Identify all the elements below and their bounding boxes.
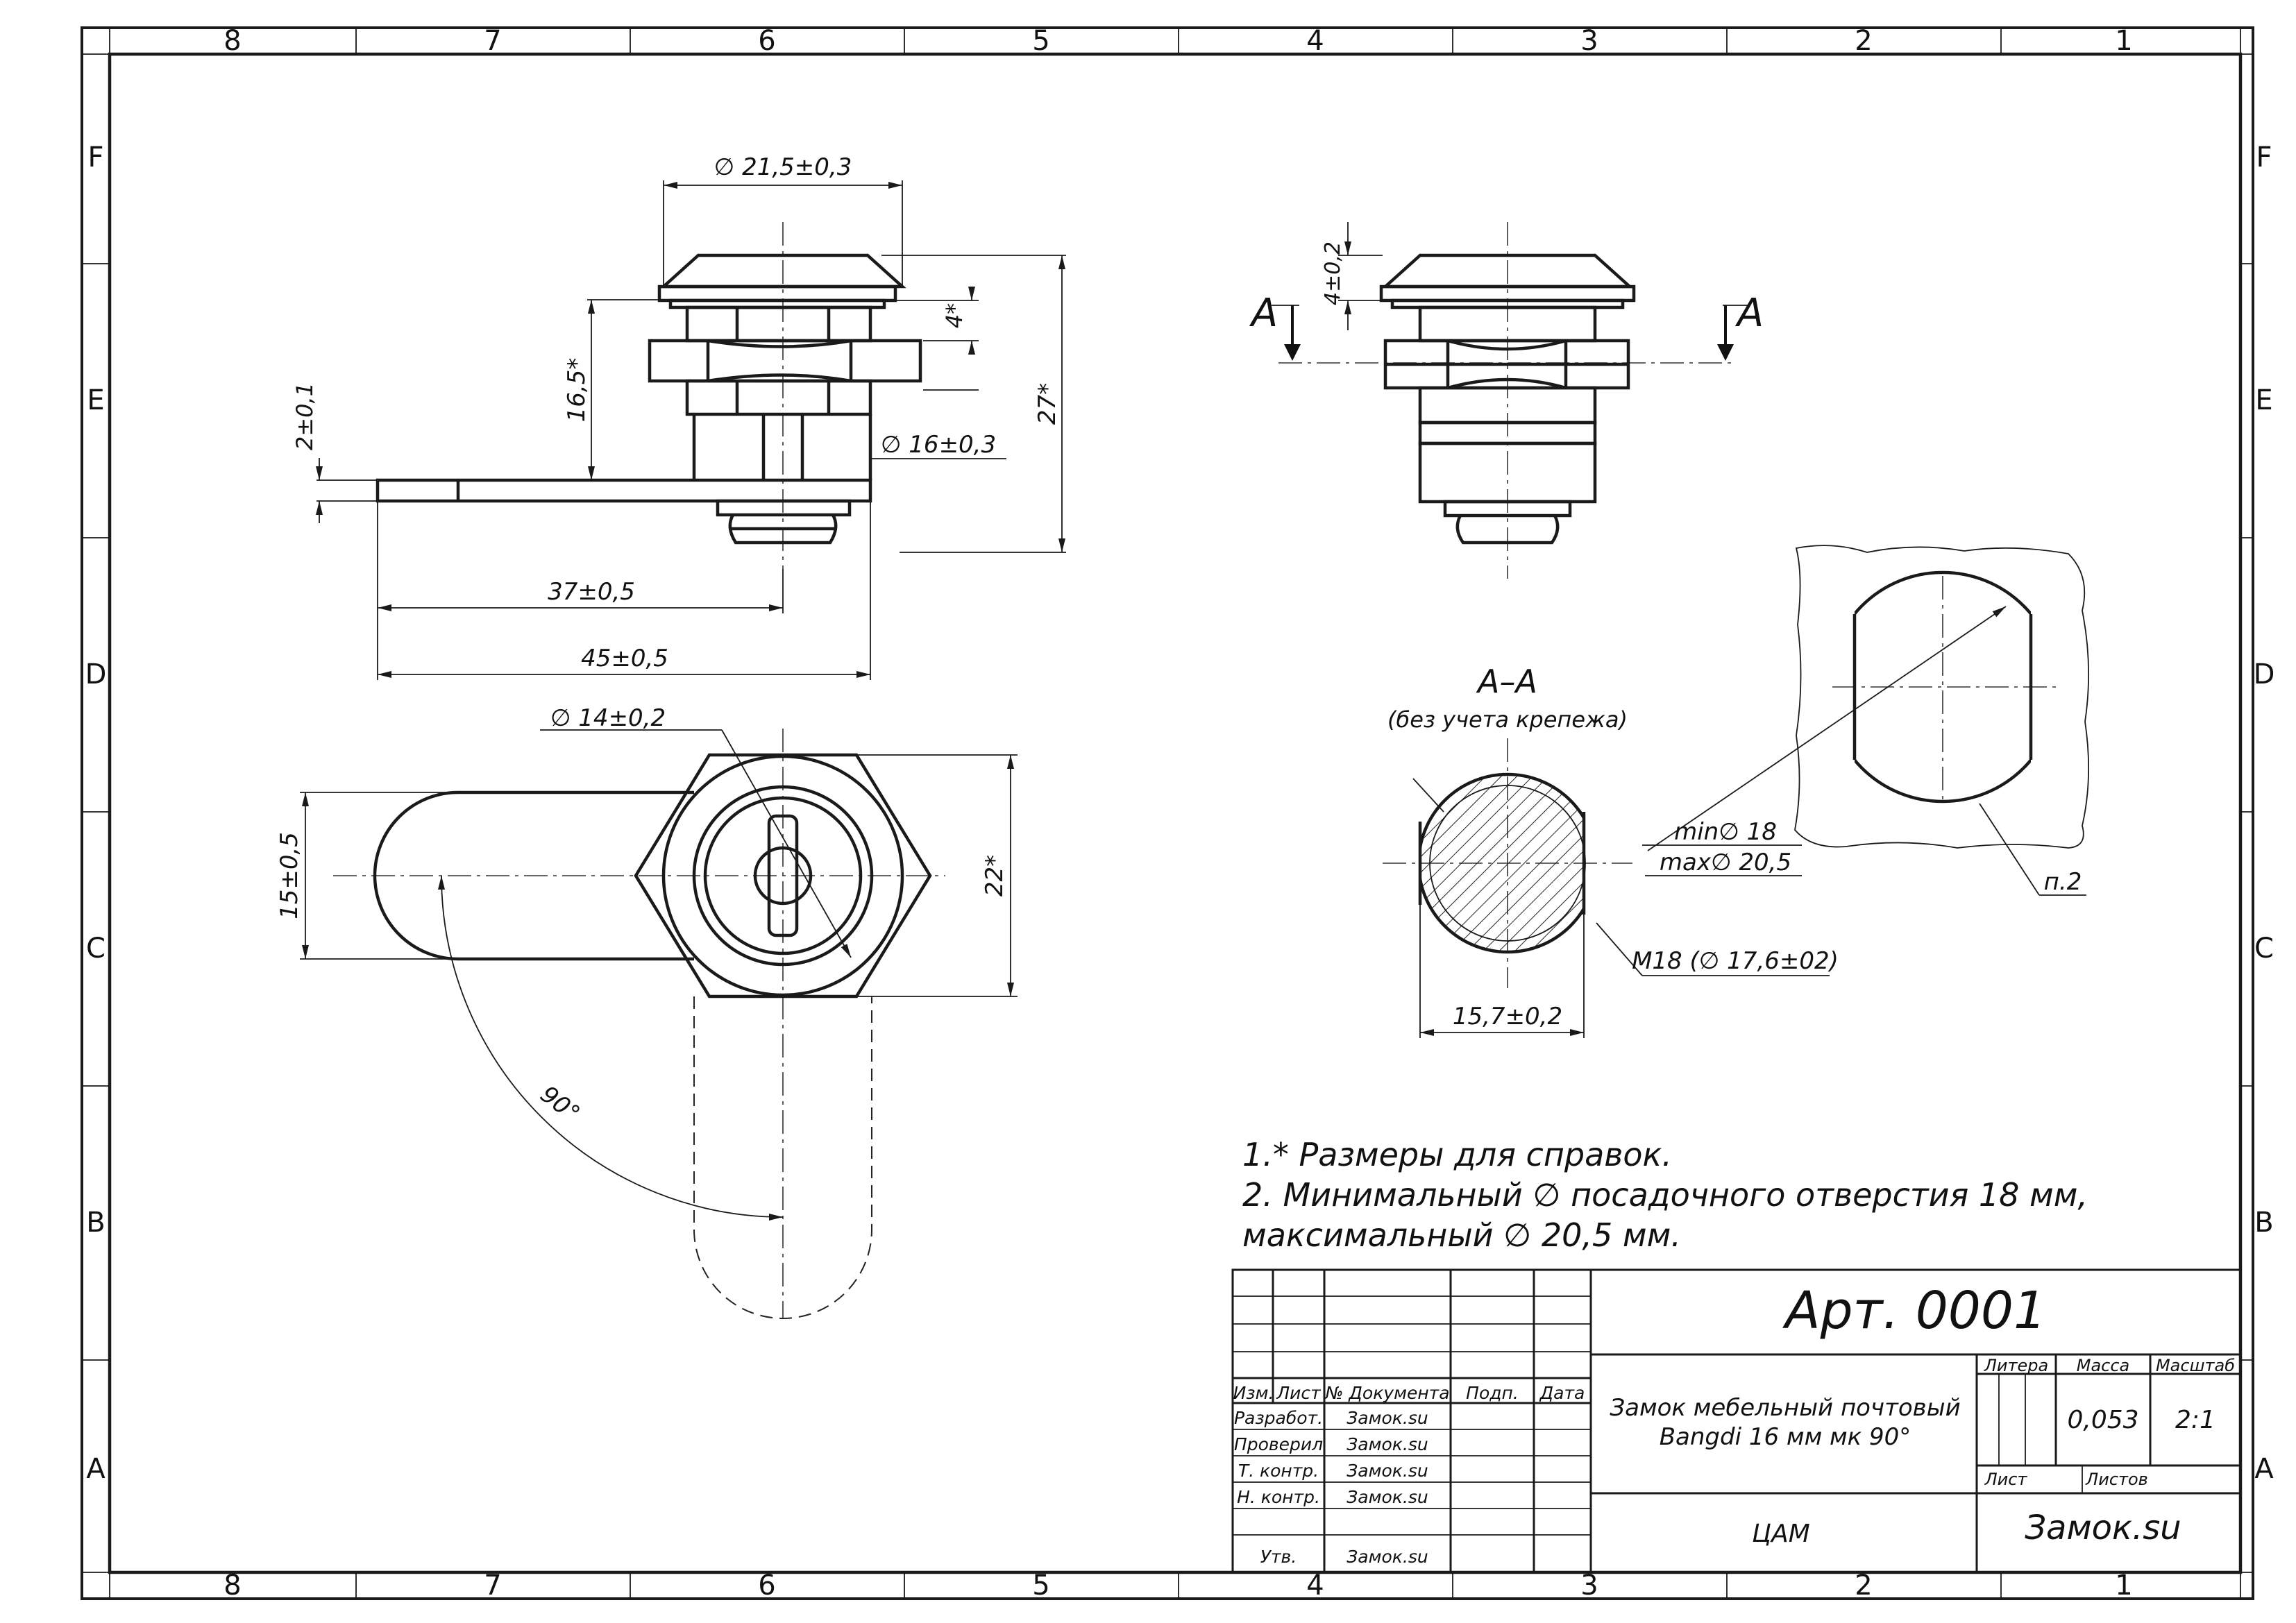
header-scale: Масштаб [2156,1356,2235,1375]
role-label: Разработ. [1234,1408,1323,1428]
row-label-right: A [2254,1453,2274,1485]
mass-value: 0,053 [2067,1406,2138,1434]
dim-side-head: 4±0,2 [1321,241,1345,305]
col-label-bottom: 3 [1580,1570,1598,1601]
dim-cam-width: 15±0,5 [276,832,303,919]
scale-value: 2:1 [2175,1406,2215,1434]
dim-thread: M18 (∅ 17,6±02) [1632,947,1839,975]
col-label-bottom: 1 [2115,1570,2132,1601]
zone-labels: 8 7 6 5 4 3 2 1 8 7 6 5 4 3 2 1 F E D C … [85,25,2275,1601]
col-label-top: 1 [2115,25,2132,57]
section-title: А–А [1476,663,1537,700]
mounting-hole-view: min∅ 18 max∅ 20,5 п.2 [1642,545,2090,896]
row-label-left: F [87,142,103,173]
note-line: 2. Минимальный ∅ посадочного отверстия 1… [1242,1176,2088,1214]
note-line: 1.* Размеры для справок. [1242,1136,1672,1173]
role-label: Н. контр. [1237,1487,1320,1507]
header-doc: № Документа [1324,1383,1449,1403]
dim-flat-width: 15,7±0,2 [1453,1003,1562,1030]
dim-head-diameter: ∅ 21,5±0,3 [714,153,852,181]
org-left: ЦАМ [1752,1520,1810,1548]
row-label-left: C [86,933,105,965]
dim-head-height: 4* [941,303,968,328]
section-marker-left: А [1249,291,1278,336]
dim-cam-center: 37±0,5 [548,578,635,606]
dim-cam-length: 45±0,5 [581,645,668,672]
role-name: Замок.su [1347,1547,1428,1567]
header-sheets: Листов [2085,1470,2148,1489]
header-litera: Литера [1984,1356,2048,1375]
product-name-line1: Замок мебельный почтовый [1610,1394,1960,1422]
header-mass: Масса [2077,1356,2130,1375]
header-sheet: Лист [1984,1470,2028,1489]
role-label: Утв. [1260,1547,1297,1567]
section-a-a: А–А (без учета крепежа) 15,7±0,2 M18 (∅ … [1383,663,1839,1038]
header-date: Дата [1539,1383,1585,1403]
col-label-bottom: 5 [1032,1570,1049,1601]
product-name-line2: Bangdi 16 мм мк 90° [1660,1423,1911,1451]
section-subtitle: (без учета крепежа) [1387,706,1628,733]
note-line: максимальный ∅ 20,5 мм. [1242,1216,1681,1254]
sheet-frame [81,26,2254,1600]
dim-hole-min: min∅ 18 [1674,818,1777,846]
col-label-bottom: 2 [1855,1570,1872,1601]
front-view: ∅ 21,5±0,3 4* 16,5* 27* 2±0,1 ∅ 16±0,3 3… [292,153,1066,680]
col-label-bottom: 7 [484,1570,501,1601]
row-label-right: D [2254,658,2275,690]
drawing-designation: Арт. 0001 [1782,1281,2046,1341]
row-label-left: A [86,1453,105,1485]
side-view: А А 4±0,2 [1249,222,1764,579]
col-label-bottom: 4 [1306,1570,1324,1601]
role-label: Т. контр. [1238,1461,1319,1481]
dim-hole-max: max∅ 20,5 [1660,849,1791,876]
row-label-left: B [86,1207,105,1239]
dim-depth: 16,5* [563,358,591,423]
header-list: Лист [1276,1383,1322,1403]
col-label-top: 2 [1855,25,1872,57]
dim-body-diameter: ∅ 16±0,3 [881,431,996,459]
col-label-top: 8 [223,25,241,57]
dim-across-flats: 22* [981,855,1008,897]
dim-total-height: 27* [1033,383,1061,425]
row-label-right: E [2255,384,2272,416]
row-label-left: E [87,384,104,416]
row-label-right: C [2254,933,2274,965]
col-label-bottom: 8 [223,1570,241,1601]
col-label-top: 3 [1580,25,1598,57]
dim-key-diameter: ∅ 14±0,2 [550,704,666,732]
dim-cam-thickness: 2±0,1 [292,382,318,450]
dim-angle: 90° [535,1080,585,1128]
col-label-top: 7 [484,25,501,57]
col-label-top: 5 [1032,25,1049,57]
col-label-bottom: 6 [758,1570,775,1601]
org-right: Замок.su [2025,1509,2181,1547]
col-label-top: 4 [1306,25,1324,57]
role-label: Проверил [1234,1434,1323,1454]
row-label-right: B [2254,1207,2273,1239]
header-sign: Подп. [1466,1383,1519,1403]
role-name: Замок.su [1347,1408,1428,1428]
row-label-left: D [85,658,107,690]
header-izm: Изм. [1233,1383,1274,1403]
role-name: Замок.su [1347,1487,1428,1507]
section-marker-right: А [1735,291,1764,336]
col-label-top: 6 [758,25,775,57]
note-ref: п.2 [2044,868,2082,896]
technical-notes: 1.* Размеры для справок. 2. Минимальный … [1242,1136,2088,1254]
top-view: ∅ 14±0,2 15±0,5 22* 90° [276,704,1018,1319]
title-block: Арт. 0001 Замок мебельный почтовый Bangd… [1231,1268,2242,1574]
role-name: Замок.su [1347,1434,1428,1454]
role-name: Замок.su [1347,1461,1428,1481]
row-label-right: F [2256,142,2272,173]
